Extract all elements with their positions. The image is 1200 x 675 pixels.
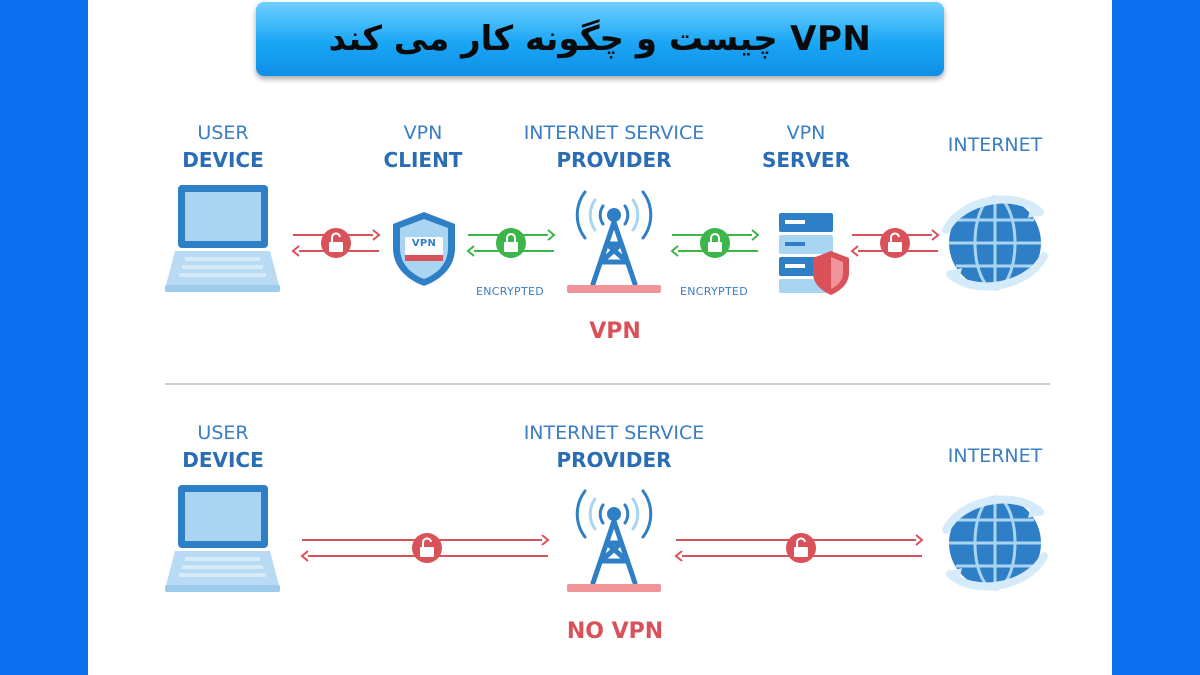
encrypted-label-left: ENCRYPTED xyxy=(476,285,544,298)
globe-icon xyxy=(942,195,1048,291)
label-isp-novpn: INTERNET SERVICE PROVIDER xyxy=(494,420,734,474)
globe-icon xyxy=(942,495,1048,591)
server-icon xyxy=(779,213,849,295)
label-isp-line1: INTERNET SERVICE xyxy=(523,122,705,144)
encrypted-link-client-isp xyxy=(466,228,556,258)
unsecured-link-server-internet xyxy=(850,228,940,258)
laptop-icon xyxy=(165,485,280,592)
label-isp-novpn-line1: INTERNET SERVICE xyxy=(523,422,705,444)
encrypted-link-isp-server xyxy=(670,228,760,258)
label-user-device-line1: USER xyxy=(197,122,249,144)
label-vpn-client-line1: VPN xyxy=(403,122,443,144)
label-internet-novpn-line1: INTERNET xyxy=(947,445,1043,467)
encrypted-label-right: ENCRYPTED xyxy=(680,285,748,298)
label-isp-line2: PROVIDER xyxy=(556,148,672,172)
label-vpn-server-line1: VPN xyxy=(786,122,826,144)
title-banner: VPN چیست و چگونه کار می کند xyxy=(256,2,944,76)
antenna-tower-icon xyxy=(567,190,661,293)
banner-title: VPN چیست و چگونه کار می کند xyxy=(328,19,872,59)
label-internet: INTERNET xyxy=(930,132,1060,159)
label-internet-novpn: INTERNET xyxy=(930,443,1060,470)
label-isp: INTERNET SERVICE PROVIDER xyxy=(494,120,734,174)
laptop-icon xyxy=(165,185,280,292)
label-user-device-novpn-line1: USER xyxy=(197,422,249,444)
label-vpn-server-line2: SERVER xyxy=(761,148,850,172)
unsecured-link-device-client xyxy=(291,228,381,258)
label-vpn-server: VPN SERVER xyxy=(746,120,866,174)
section-divider xyxy=(165,383,1050,385)
label-vpn-client-line2: CLIENT xyxy=(383,148,463,172)
caption-vpn: VPN xyxy=(589,319,641,344)
caption-no-vpn: NO VPN xyxy=(566,619,664,644)
label-user-device: USER DEVICE xyxy=(163,120,283,174)
label-vpn-client: VPN CLIENT xyxy=(363,120,483,174)
unsecured-link-device-isp xyxy=(300,533,550,563)
antenna-tower-icon xyxy=(567,489,661,592)
shield-badge-text: VPN xyxy=(411,238,437,249)
label-internet-line1: INTERNET xyxy=(947,134,1043,156)
label-user-device-line2: DEVICE xyxy=(182,148,264,172)
unsecured-link-isp-internet xyxy=(674,533,924,563)
label-user-device-novpn-line2: DEVICE xyxy=(182,448,264,472)
label-user-device-novpn: USER DEVICE xyxy=(163,420,283,474)
label-isp-novpn-line2: PROVIDER xyxy=(556,448,672,472)
shield-icon xyxy=(393,212,455,286)
